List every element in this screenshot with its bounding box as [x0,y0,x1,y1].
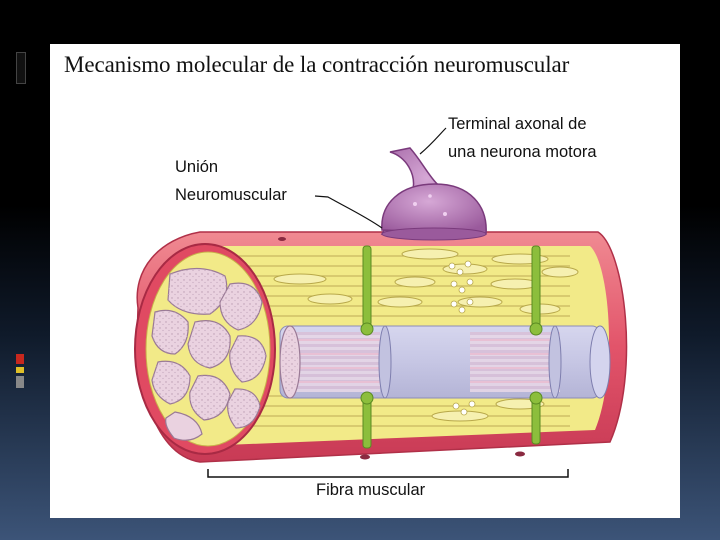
myofibril-cylinders [279,325,611,399]
axon-terminal [380,147,487,241]
bullet-marker-red [16,354,24,364]
slide-title: Mecanismo molecular de la contracción ne… [64,52,570,77]
leader-lines [314,127,447,229]
label-terminal-axonal-line2: una neurona motora [448,143,597,161]
label-fibra-muscular: Fibra muscular [316,481,426,499]
fiber-bracket [207,469,569,478]
bullet-marker-black [16,52,26,84]
label-union-line1: Unión [175,158,219,176]
bullet-marker-gray [16,376,24,388]
muscle-fiber-diagram [134,127,628,478]
cross-section [134,243,301,455]
t-tubules [360,245,543,449]
label-union-line2: Neuromuscular [175,186,287,204]
slide-card: Mecanismo molecular de la contracción ne… [50,44,680,518]
label-terminal-axonal-line1: Terminal axonal de [448,115,587,133]
bullet-marker-yellow [16,367,24,373]
